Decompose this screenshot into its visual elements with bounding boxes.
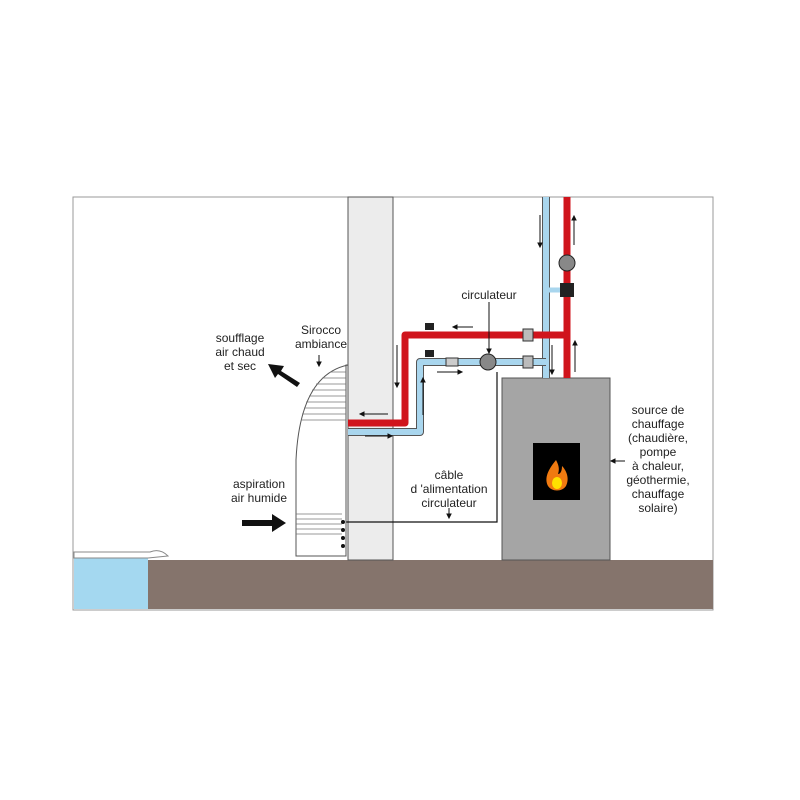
intake-arrow-icon <box>242 514 286 532</box>
hot-pipe-supply <box>348 331 567 427</box>
sirocco-heater-unit <box>295 364 349 557</box>
control-dot <box>341 536 345 540</box>
valve <box>522 328 534 342</box>
heater-top-grille <box>296 371 346 535</box>
flame-icon <box>546 460 568 491</box>
blow-arrow-icon <box>268 364 300 387</box>
pool-edge <box>73 550 170 559</box>
pool-water <box>74 555 148 609</box>
control-dot <box>341 520 345 524</box>
flow-arrows <box>358 214 578 439</box>
flame-core <box>552 477 562 489</box>
label-pointers <box>316 302 625 520</box>
wall-column <box>347 196 394 561</box>
bleed-valve <box>425 323 434 330</box>
control-dot <box>341 528 345 532</box>
ground <box>148 560 713 609</box>
valve <box>522 355 534 369</box>
circulator-pump-icon <box>558 254 576 272</box>
three-way-valve <box>560 283 574 297</box>
control-dot <box>341 544 345 548</box>
power-cable <box>343 372 498 523</box>
label-circulateur: circulateur <box>461 288 516 302</box>
valve <box>445 357 459 367</box>
bleed-valve <box>425 350 434 357</box>
circulator-pump-icon <box>479 353 497 371</box>
